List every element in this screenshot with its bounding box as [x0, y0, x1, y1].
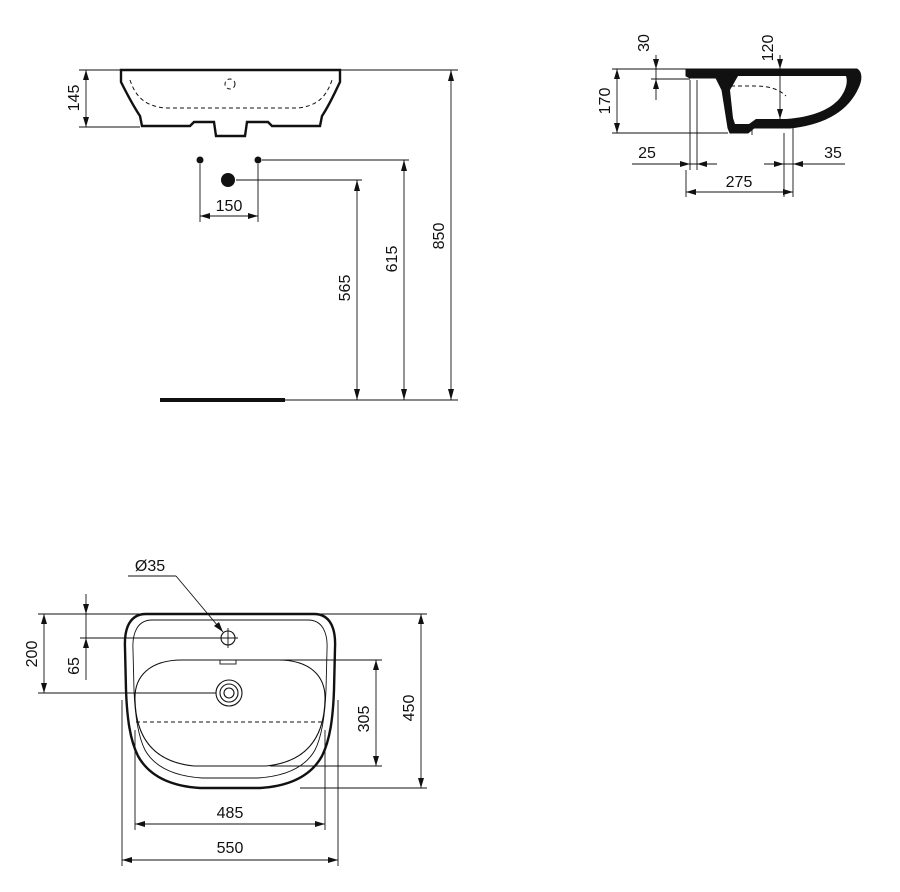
dim-485-label: 485 [217, 805, 244, 822]
top-view: Ø35 200 65 305 450 485 [24, 558, 427, 866]
dim-65-label: 65 [66, 657, 83, 675]
dim-35-label: 35 [824, 145, 842, 162]
dim-145-label: 145 [66, 85, 83, 112]
drain-inner [219, 683, 239, 703]
dim-120-label: 120 [760, 35, 777, 62]
basin-side-inner [730, 76, 847, 124]
side-view: 30 170 120 25 35 275 [597, 34, 862, 197]
front-view: 145 150 565 615 850 [66, 68, 458, 402]
dim-550-label: 550 [217, 840, 244, 857]
bowl-outline [134, 659, 326, 767]
bowl-hidden-line [129, 79, 333, 109]
basin-front-outline [119, 68, 342, 138]
tap-hole-diameter-label: Ø35 [135, 558, 165, 575]
waste-outlet [221, 173, 235, 187]
basin-top-outline [123, 612, 337, 790]
dim-850-label: 850 [431, 223, 448, 250]
dim-450-label: 450 [401, 695, 418, 722]
dim-150-label: 150 [216, 198, 243, 215]
dim-25-label: 25 [638, 145, 656, 162]
water-inlet-left [196, 156, 204, 164]
dim-200-label: 200 [24, 641, 41, 668]
dim-170-label: 170 [597, 88, 614, 115]
dim-615-label: 615 [384, 246, 401, 273]
dim-305-label: 305 [356, 706, 373, 733]
water-inlet-right [254, 156, 262, 164]
dim-30-label: 30 [636, 34, 653, 52]
overflow-hole [224, 78, 236, 90]
dim-565-label: 565 [337, 275, 354, 302]
dim-275-label: 275 [726, 174, 753, 191]
